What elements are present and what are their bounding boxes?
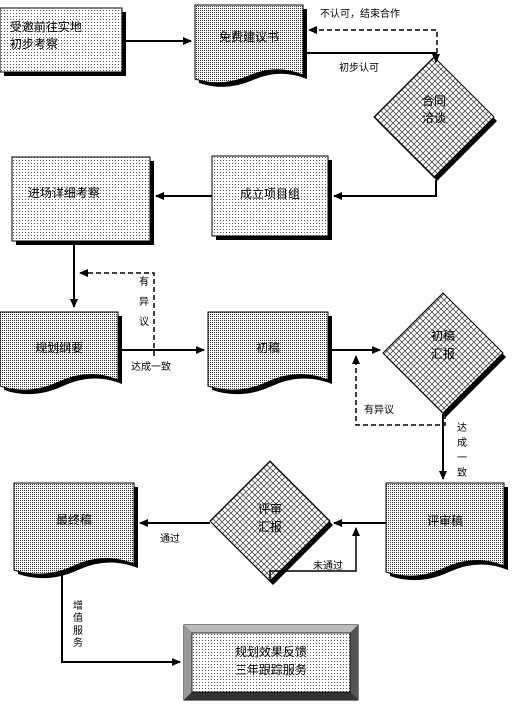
node-draft-report-line1: 初稿 <box>431 328 455 343</box>
node-survey: 进场详细考察 <box>11 156 154 245</box>
label-consensus-2-char1: 达 <box>457 422 467 434</box>
node-draft-report-line2: 汇报 <box>431 346 455 361</box>
node-review-report-line1: 评审 <box>258 501 282 516</box>
node-outline-label: 规划纲要 <box>35 340 83 355</box>
label-value-added-char3: 服 <box>73 625 83 637</box>
node-invite-line2: 初步考察 <box>10 37 58 51</box>
edge-review-report-review-draft-failed <box>269 527 360 581</box>
label-value-added-char1: 增 <box>73 599 83 612</box>
label-consensus-2-char3: 一 <box>457 453 467 464</box>
node-draft-report: 初稿 汇报 <box>382 292 506 417</box>
label-objection-1-char1: 有 <box>139 275 149 288</box>
node-negotiate-line1: 合同 <box>422 93 446 108</box>
node-service-line1: 规划效果反馈 <box>235 644 307 659</box>
label-objection-2: 有异议 <box>364 403 394 416</box>
node-team: 成立项目组 <box>211 155 332 240</box>
node-review-draft-label: 评审稿 <box>427 513 463 528</box>
label-objection-1-char3: 议 <box>139 316 149 328</box>
edge-outline-survey-objection <box>79 269 155 356</box>
node-review-draft: 评审稿 <box>385 482 508 581</box>
label-initial-accept: 初步认可 <box>339 61 379 74</box>
label-consensus-2-char4: 致 <box>457 466 467 479</box>
label-not-passed: 未通过 <box>313 559 343 572</box>
node-review-report-line2: 汇报 <box>258 519 282 534</box>
node-service: 规划效果反馈 三年跟踪服务 <box>183 624 359 701</box>
label-consensus-2-char2: 成 <box>457 437 467 449</box>
label-value-added-char2: 值 <box>73 611 83 624</box>
node-negotiate-line2: 洽谈 <box>422 111 446 125</box>
node-final-label: 最终稿 <box>56 512 92 527</box>
label-consensus-1: 达成一致 <box>131 360 171 373</box>
node-service-line2: 三年跟踪服务 <box>235 662 307 677</box>
node-invite-line1: 受邀前往实地 <box>10 19 82 34</box>
node-proposal-label: 免费建议书 <box>219 29 279 44</box>
label-objection-1-char2: 异 <box>139 296 149 308</box>
node-review-report: 评审 汇报 <box>209 460 333 585</box>
edge-final-service <box>61 575 181 666</box>
node-negotiate: 合同 洽谈 <box>373 56 497 181</box>
node-team-label: 成立项目组 <box>240 186 300 201</box>
node-outline: 规划纲要 <box>0 311 122 395</box>
edge-negotiate-proposal-rejected <box>308 26 438 61</box>
node-survey-label: 进场详细考察 <box>28 185 100 200</box>
node-draft-label: 初稿 <box>256 340 280 355</box>
node-invite: 受邀前往实地 初步考察 <box>0 7 126 76</box>
label-passed: 通过 <box>160 532 180 545</box>
label-value-added-char4: 务 <box>73 636 83 649</box>
edge-negotiate-team <box>333 180 437 200</box>
node-final: 最终稿 <box>13 482 138 579</box>
edge-proposal-negotiate <box>303 52 440 63</box>
label-disagree-contract: 不认可，结束合作 <box>320 7 400 20</box>
node-draft: 初稿 <box>207 311 332 395</box>
node-proposal: 免费建议书 <box>194 4 307 87</box>
